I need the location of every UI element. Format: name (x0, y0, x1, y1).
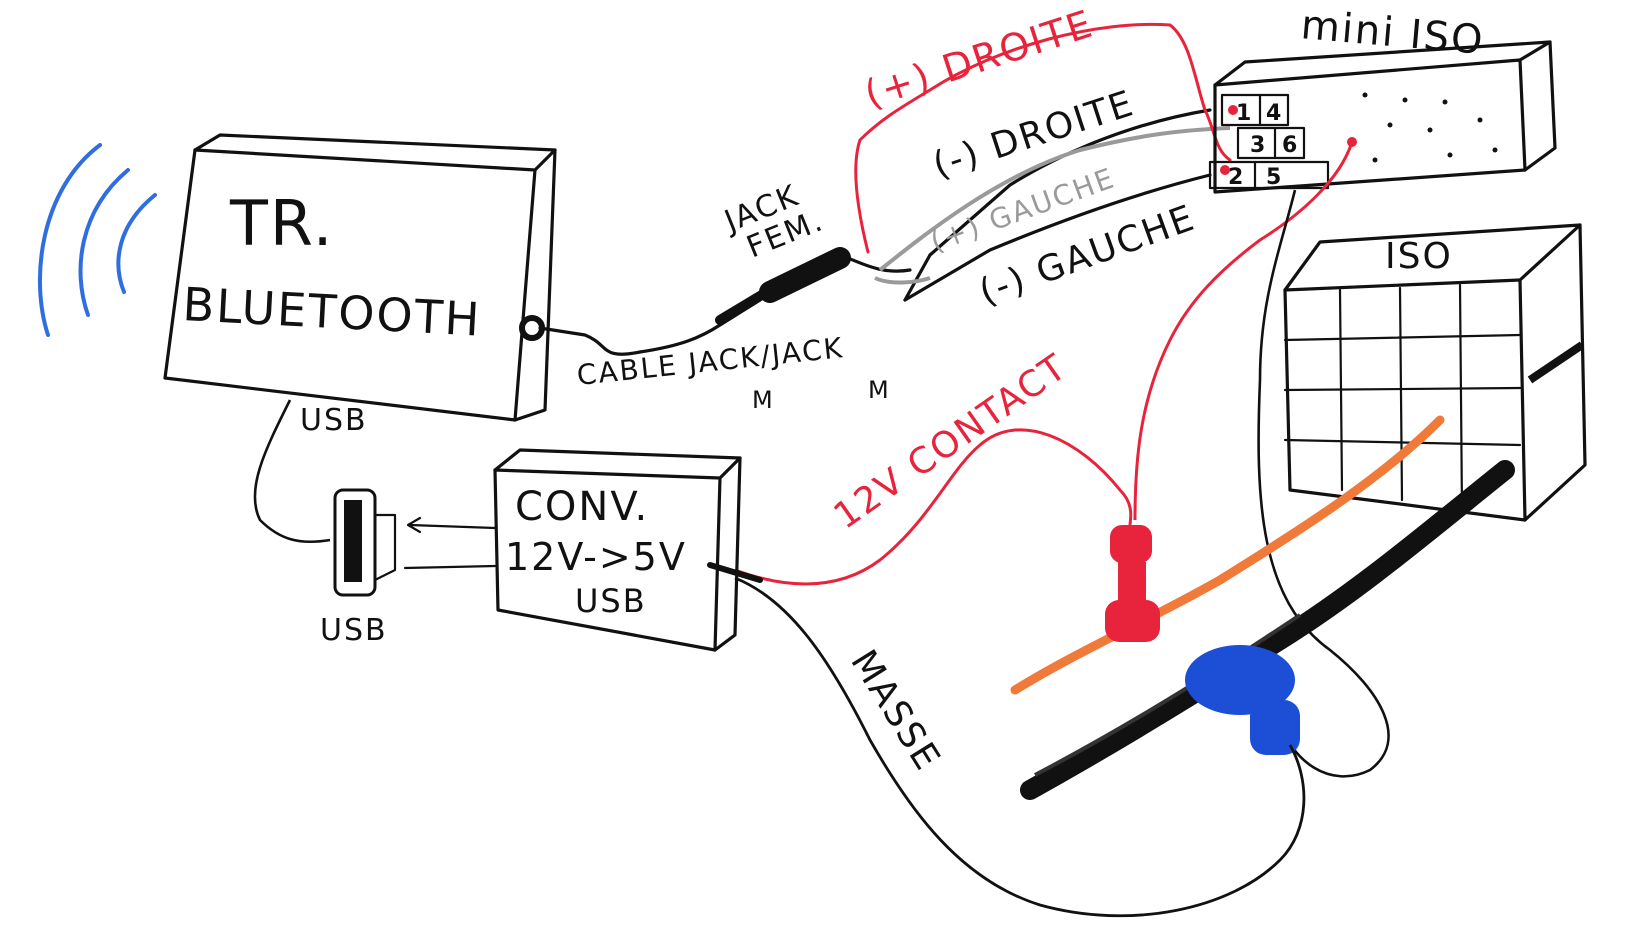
plus-droite-wire (854, 22, 1232, 254)
pin-2: 2 (1228, 165, 1245, 190)
red-splice-connector (1105, 525, 1160, 642)
mini-iso-label: mini ISO (1299, 2, 1486, 64)
usb-arrow-return (403, 564, 497, 570)
power-12v-wire (734, 428, 1133, 586)
pin-1: 1 (1236, 101, 1253, 126)
tr-label: TR. (229, 187, 334, 260)
iso-label: ISO (1385, 236, 1453, 277)
usb-cable (253, 399, 331, 544)
conv-label-3: USB (575, 582, 647, 620)
usb-arrow (406, 516, 497, 534)
jack-cable (538, 247, 912, 356)
plus-droite-label: (+) DROITE (859, 1, 1099, 116)
bluetooth-label: BLUETOOTH (181, 277, 482, 347)
mini-iso-connector: 1 4 3 6 2 5 (1208, 40, 1557, 194)
converter-box: CONV. 12V->5V USB (493, 448, 742, 652)
pin-5: 5 (1266, 165, 1283, 190)
pin-4: 4 (1266, 101, 1283, 126)
blue-splice-connector (1185, 645, 1300, 755)
conv-label-2: 12V->5V (505, 535, 687, 579)
contact-label: 12V CONTACT (827, 346, 1075, 537)
usb-plug-icon (333, 488, 397, 597)
audio-harness (874, 108, 1231, 302)
conv-label-1: CONV. (515, 484, 649, 530)
cable-m1-label: M (752, 386, 775, 414)
bluetooth-receiver-box: TR. BLUETOOTH (163, 133, 557, 422)
iso-connector (1283, 223, 1587, 522)
masse-label: MASSE (842, 643, 948, 778)
bluetooth-waves-icon (37, 143, 157, 337)
contact-wire (1133, 141, 1354, 521)
usb-top-label: USB (300, 403, 368, 438)
pin-6: 6 (1282, 133, 1299, 158)
cable-jack-label: CABLE JACK/JACK (575, 331, 845, 392)
pin-3: 3 (1250, 133, 1267, 158)
black-ground-harness (1020, 460, 1515, 800)
usb-bottom-label: USB (320, 613, 388, 648)
orange-vehicle-wire (1010, 415, 1445, 695)
masse-wire (734, 576, 1306, 918)
cable-m2-label: M (868, 376, 891, 404)
